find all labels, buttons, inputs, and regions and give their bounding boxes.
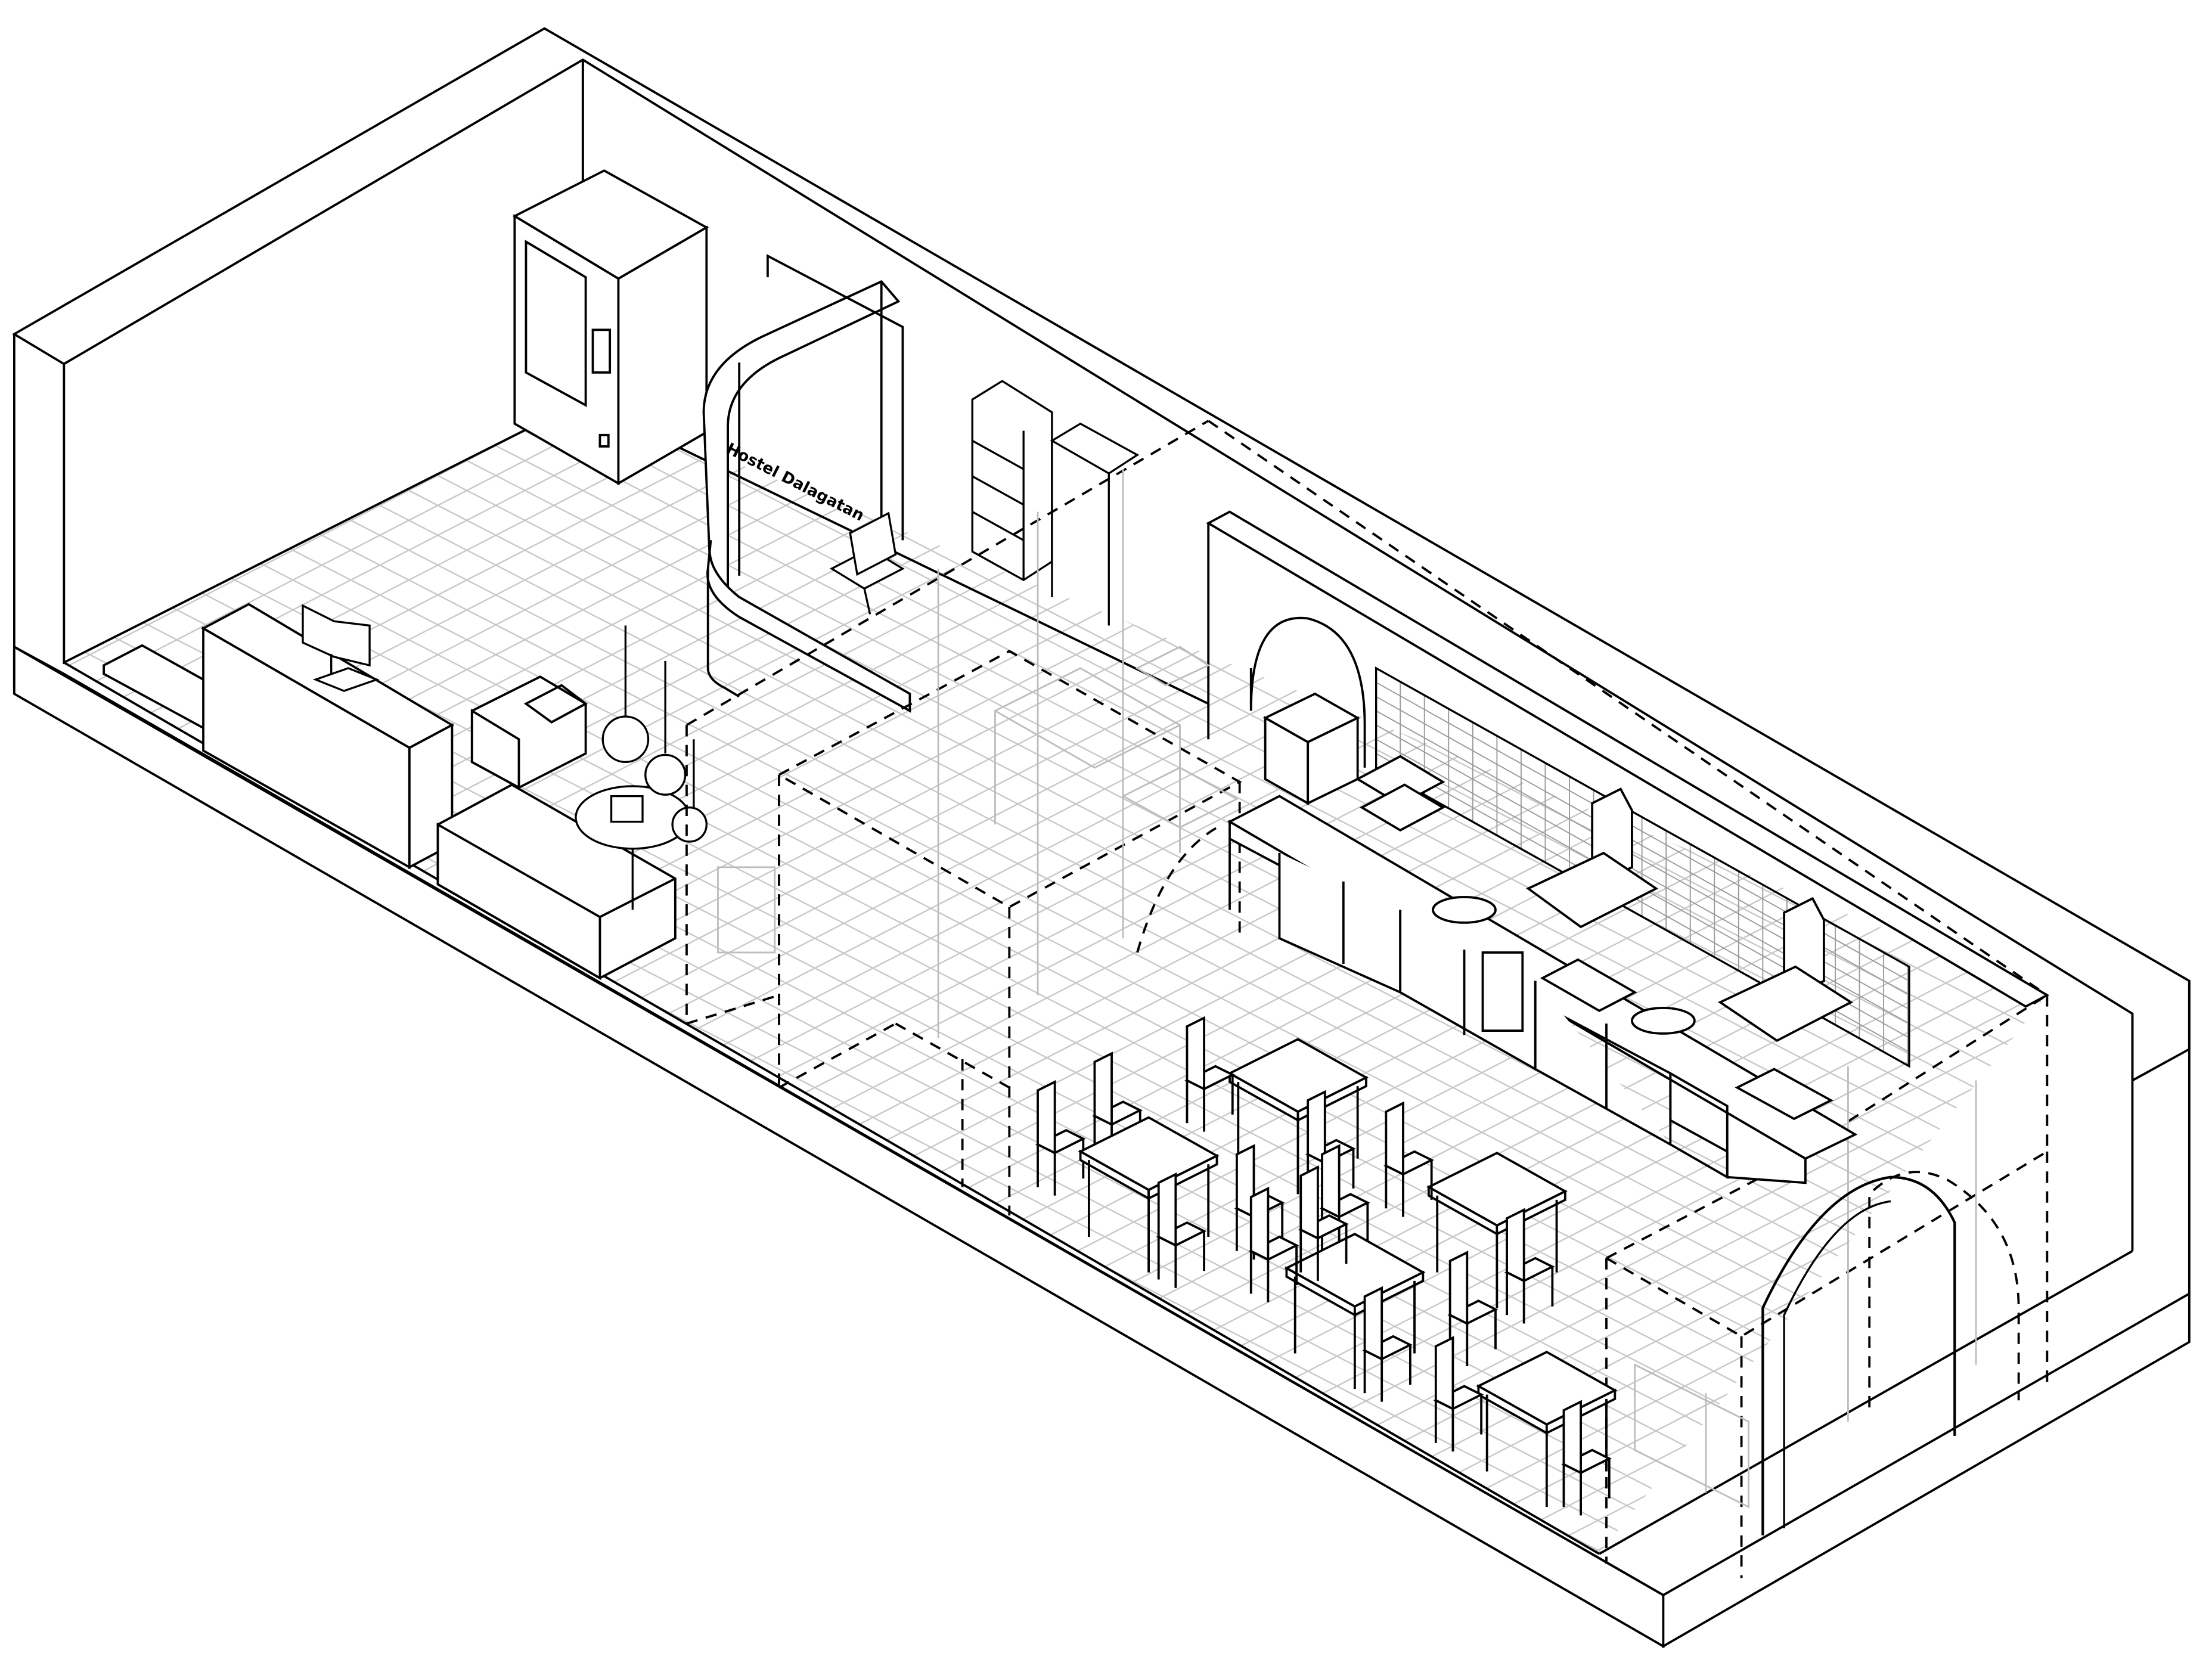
floor-grid-line [234,519,2034,1447]
floor-grid-line [321,474,2047,1402]
floor-grid-line [756,863,1773,1387]
floor-grid-line [1365,1176,2047,1554]
coffee-table-and-pendants [575,625,708,910]
sink-2 [1631,1007,1696,1035]
chair-back [1307,1090,1326,1165]
computer-monitor [302,604,380,692]
table-top [1284,1233,1426,1308]
cooktop-1 [1540,958,1637,1012]
floor-grid-line [64,415,902,939]
wc-arch-dashed [1868,1171,2020,1408]
chair-back [1299,1165,1319,1240]
chair-back [1157,1172,1177,1248]
front-base-right [1662,1292,2191,1649]
building-walls [12,27,2191,1649]
chair-back [1363,1286,1383,1361]
floor-grid-line [582,773,1599,1298]
floor-grid-line [350,460,2047,1387]
floor-right-edge [1599,1250,2133,1555]
floor-grid-line [727,848,1743,1372]
floor-grid-line [205,534,2005,1462]
floor-grid-line [1017,997,2034,1521]
wc-arch-doorway [1761,1175,1956,1535]
floor-grid-line [1423,1206,2047,1554]
wc-arch-frame [1783,1200,1891,1528]
floor-grid-line [553,758,1569,1283]
range-hoods [1526,787,1854,1043]
floor-grid-line [263,504,2047,1432]
sign-text: Hostel Dalagatan [723,440,867,525]
dining-furniture [1035,1016,1618,1516]
chair-back [1385,1101,1404,1177]
floor-grid-line [1133,1057,2047,1554]
sink-1 [1432,896,1497,924]
cooktop-2 [1735,1068,1833,1121]
floor-grid-line [1220,1102,2047,1554]
floor-grid-line [176,549,1975,1476]
chair-back [1236,1144,1255,1219]
floor-grid-line [292,489,2047,1417]
floor-tile-grid [64,401,2047,1554]
lounge-armchairs [436,675,677,981]
table-top [1426,1152,1568,1227]
floor-grid-line [1336,1161,2047,1554]
chair-back [1562,1400,1582,1475]
table-top [1227,1038,1369,1113]
back-left-wall [63,60,584,665]
backsplash-outline [1375,666,1910,1068]
floor-grid-line [959,967,1975,1491]
chair-back [1093,1051,1113,1127]
floor-grid-line [1105,1042,2047,1554]
chair-back [1448,1251,1469,1326]
vending-machine [512,169,709,486]
floor-grid-line [669,401,2047,1223]
lobby-glass-top [685,420,1209,727]
wall-oven [1262,692,1445,832]
floor-grid-line [64,714,1656,1554]
dishwasher [1669,1071,1729,1180]
chair-back [1249,1186,1270,1262]
ghost-furniture [716,469,1977,1509]
floor-grid-line [843,907,1860,1432]
lobby-bottom-dash [686,994,780,1025]
desk-chair [829,511,905,615]
floor-grid-line [234,594,1251,1118]
chair-back [1186,1016,1205,1091]
chair-back [1434,1336,1454,1411]
drawer-stack [1481,951,1524,1032]
base-top-edge [13,646,1664,1596]
chair-back [1037,1079,1056,1155]
floor-grid-line [263,609,1280,1133]
kitchen-counter [1227,795,1858,1184]
outer-wall-top [12,27,2191,1082]
bookshelves [971,380,1140,626]
meeting-arch-dashed [1136,823,1223,953]
floor-grid-line [1192,1087,2047,1554]
kitchen-glass-top [1208,420,2048,997]
chair-back [1321,1144,1341,1219]
floor-grid-line [147,564,1947,1491]
kitchen-arch-doorway [1249,616,1366,768]
chair-back [1506,1208,1525,1283]
